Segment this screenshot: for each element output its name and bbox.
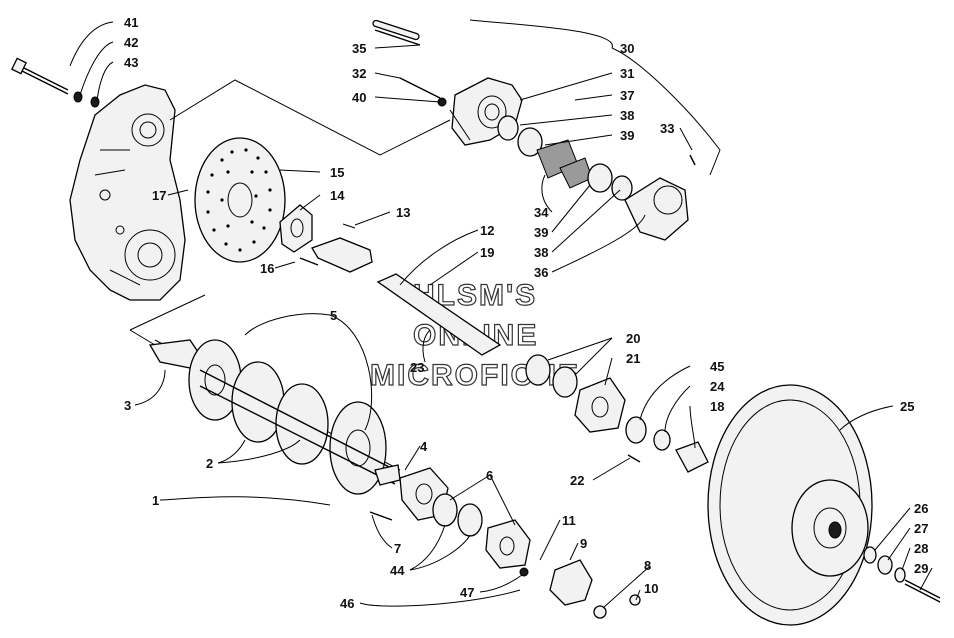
callout-22: 22 [570, 473, 584, 488]
drive-sprocket-assembly [148, 339, 401, 495]
callout-23: 23 [410, 360, 424, 375]
callout-7: 7 [394, 541, 401, 556]
bearing-cap-9 [549, 559, 593, 606]
callout-38-lower: 38 [534, 245, 548, 260]
callout-39-lower: 39 [534, 225, 548, 240]
housing-bolt [11, 57, 100, 108]
callout-27: 27 [914, 521, 928, 536]
callout-30: 30 [620, 41, 634, 56]
brake-pads [536, 139, 593, 189]
callout-1: 1 [152, 493, 159, 508]
callout-33: 33 [660, 121, 674, 136]
callout-19: 19 [480, 245, 494, 260]
callout-47: 47 [460, 585, 474, 600]
callout-43: 43 [124, 55, 138, 70]
jackshaft [311, 237, 502, 356]
callout-40: 40 [352, 90, 366, 105]
callout-41: 41 [124, 15, 138, 30]
callout-42: 42 [124, 35, 138, 50]
callout-31: 31 [620, 66, 634, 81]
brake-disc [194, 137, 286, 263]
callout-6: 6 [486, 468, 493, 483]
callout-8: 8 [644, 558, 651, 573]
sprocket-wheel [707, 384, 873, 626]
callout-29: 29 [914, 561, 928, 576]
callout-labels: 41 42 43 35 32 40 30 31 37 38 39 33 15 1… [124, 15, 928, 611]
leader-lines [69, 19, 933, 609]
bearing-flange-upper [574, 377, 626, 433]
callout-17: 17 [152, 188, 166, 203]
callout-3: 3 [124, 398, 131, 413]
callout-37: 37 [620, 88, 634, 103]
callout-11: 11 [562, 513, 576, 528]
callout-12: 12 [480, 223, 494, 238]
chaincase-housing [69, 84, 186, 301]
callout-25: 25 [900, 399, 914, 414]
callout-24: 24 [710, 379, 725, 394]
callout-5: 5 [330, 308, 337, 323]
callout-35: 35 [352, 41, 366, 56]
bearing-flange-6 [485, 519, 531, 569]
brake-hub [279, 204, 313, 253]
callout-9: 9 [580, 536, 587, 551]
callout-26: 26 [914, 501, 928, 516]
caliper-cap [624, 177, 689, 241]
callout-44: 44 [390, 563, 405, 578]
callout-34: 34 [534, 205, 549, 220]
callout-16: 16 [260, 261, 274, 276]
callout-45: 45 [710, 359, 724, 374]
callout-4: 4 [420, 439, 428, 454]
callout-14: 14 [330, 188, 345, 203]
callout-46: 46 [340, 596, 354, 611]
callout-21: 21 [626, 351, 640, 366]
callout-18: 18 [710, 399, 724, 414]
callout-15: 15 [330, 165, 344, 180]
callout-10: 10 [644, 581, 658, 596]
callout-32: 32 [352, 66, 366, 81]
callout-36: 36 [534, 265, 548, 280]
callout-28: 28 [914, 541, 928, 556]
callout-2: 2 [206, 456, 213, 471]
callout-38-upper: 38 [620, 108, 634, 123]
callout-39-upper: 39 [620, 128, 634, 143]
callout-13: 13 [396, 205, 410, 220]
callout-20: 20 [626, 331, 640, 346]
